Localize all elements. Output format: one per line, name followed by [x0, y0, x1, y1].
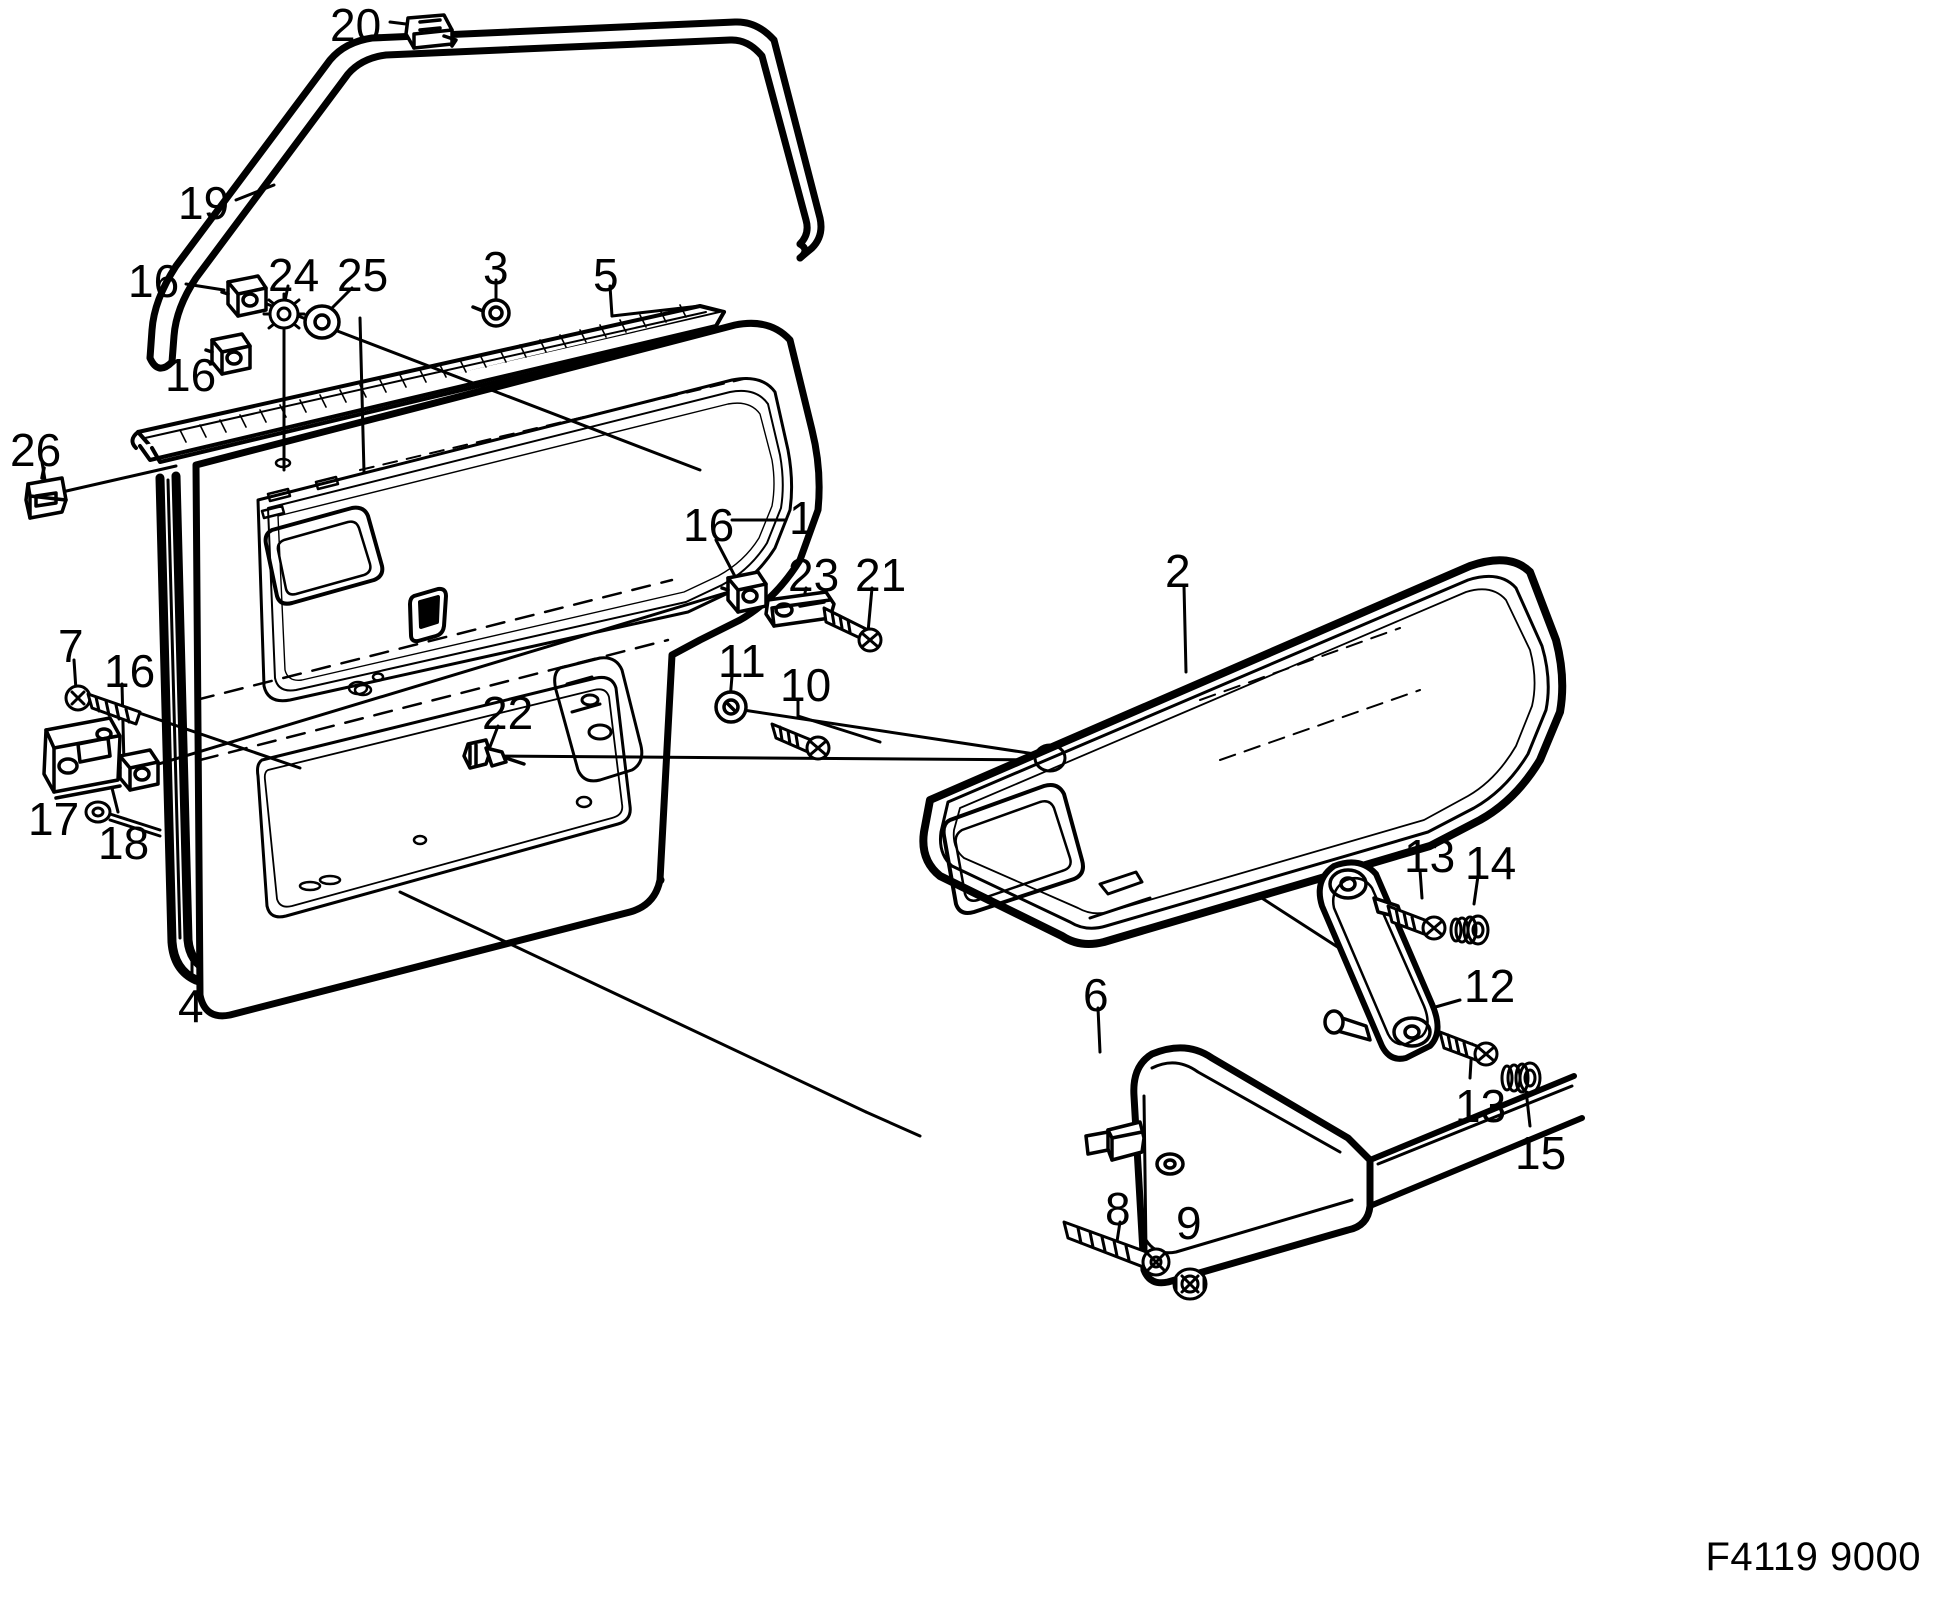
callout-14: 14 — [1465, 837, 1517, 889]
part-7-screw — [64, 684, 142, 726]
part-26-striker-plate — [24, 466, 68, 520]
door-trim-cutout — [263, 505, 385, 606]
door-pull-handle — [408, 586, 448, 644]
callout-16: 16 — [104, 645, 156, 697]
callout-16: 16 — [683, 499, 735, 551]
callout-12: 12 — [1464, 960, 1516, 1012]
part-11-nut — [714, 690, 748, 724]
door-lower-trim — [256, 676, 632, 919]
part-19-frame-seal — [146, 18, 825, 372]
callout-16: 16 — [128, 255, 180, 307]
part-9-bushing — [1172, 1267, 1208, 1301]
part-2-inner-contour — [939, 574, 1550, 930]
callout-13: 13 — [1404, 830, 1456, 882]
part-20-clip — [404, 13, 458, 50]
part-22-push-pin — [462, 738, 526, 770]
callout-5: 5 — [593, 249, 619, 301]
part-14-bushing — [1449, 914, 1490, 946]
part-17-hinge-bracket — [42, 716, 122, 800]
callout-16: 16 — [165, 349, 217, 401]
figure-code: F4119 9000 — [1705, 1535, 1921, 1579]
callout-20: 20 — [330, 0, 382, 51]
callout-25: 25 — [337, 249, 389, 301]
part-16-clip-a — [220, 274, 268, 318]
part-12-pivots — [1328, 868, 1432, 1048]
callout-17: 17 — [28, 793, 80, 845]
part-21-screw — [822, 606, 883, 653]
door-hidden-lines — [194, 578, 674, 762]
part-1-door-shell — [192, 319, 823, 1020]
callout-1: 1 — [789, 492, 815, 544]
part-25-washer — [303, 304, 341, 340]
part-2-trim-cutout — [941, 783, 1085, 915]
callout-13: 13 — [1455, 1080, 1507, 1132]
part-6-trailing-edge — [1367, 1073, 1585, 1209]
part-13-screw-lower — [1438, 1030, 1499, 1067]
callout-11: 11 — [718, 635, 766, 687]
door-window-aperture — [256, 377, 794, 703]
callout-2: 2 — [1165, 545, 1191, 597]
callout-8: 8 — [1105, 1183, 1131, 1235]
part-16-clip-c — [720, 570, 768, 614]
callout-10: 10 — [780, 659, 832, 711]
part-24-serrated-washer — [262, 292, 306, 336]
part-4-door-seal-inner — [166, 478, 182, 940]
part-8-screw — [1062, 1220, 1171, 1277]
part-16-clip-b — [204, 332, 252, 376]
callout-3: 3 — [483, 242, 509, 294]
callout-18: 18 — [98, 817, 150, 869]
callout-19: 19 — [178, 177, 230, 229]
callout-9: 9 — [1176, 1197, 1202, 1249]
callout-24: 24 — [268, 249, 320, 301]
part-18-pin — [84, 800, 162, 838]
callout-6: 6 — [1083, 969, 1109, 1021]
callout-21: 21 — [855, 549, 907, 601]
callout-22: 22 — [482, 687, 534, 739]
door-armrest — [553, 656, 644, 783]
callout-7: 7 — [58, 620, 84, 672]
callout-23: 23 — [788, 549, 840, 601]
callout-26: 26 — [10, 424, 62, 476]
part-13-screw-upper — [1386, 904, 1447, 941]
part-16-clip-d — [112, 748, 160, 792]
part-6-armrest — [1130, 1044, 1374, 1287]
part-2-inner-trim-panel — [919, 556, 1567, 948]
part-6-mount-bracket — [1084, 1120, 1146, 1162]
callout-4: 4 — [178, 980, 204, 1032]
callout-15: 15 — [1515, 1127, 1567, 1179]
part-15-bushing — [1500, 1061, 1542, 1095]
part-3-grommet — [471, 298, 511, 328]
part-10-screw — [770, 722, 831, 761]
